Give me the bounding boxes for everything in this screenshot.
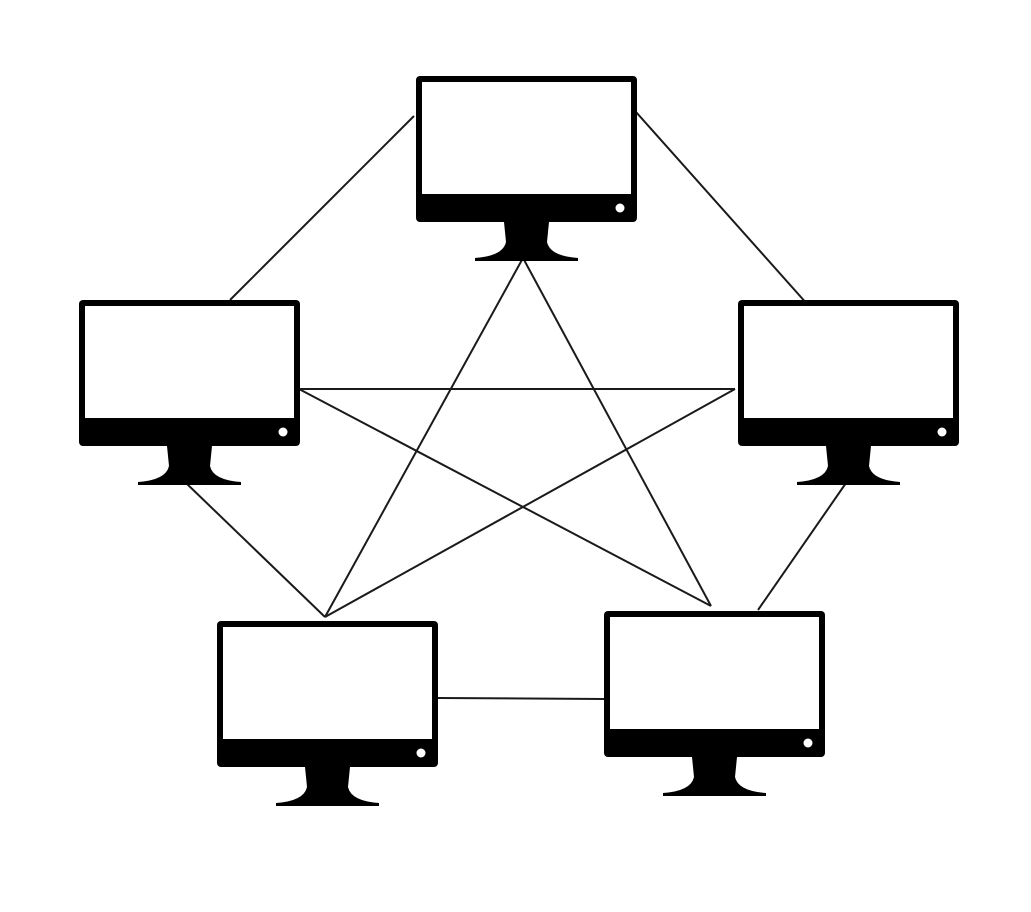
computer-node-top xyxy=(416,76,637,261)
desktop-monitor-icon xyxy=(416,76,637,261)
desktop-monitor-icon xyxy=(738,300,959,485)
connection-line-left-to-bottom-left xyxy=(185,482,326,618)
connection-lines xyxy=(185,111,847,700)
connection-line-top-to-bottom-right xyxy=(522,257,712,607)
power-indicator xyxy=(803,738,813,748)
monitor-stand xyxy=(663,757,766,796)
monitor-stand xyxy=(475,222,578,261)
connection-line-left-to-bottom-right xyxy=(298,388,712,607)
monitor-screen xyxy=(85,306,294,418)
connection-line-bottom-left-to-bottom-right xyxy=(437,697,605,700)
power-indicator xyxy=(615,203,625,213)
monitor-stand xyxy=(138,446,241,485)
monitor-screen xyxy=(610,617,819,729)
connection-line-right-to-bottom-right xyxy=(757,482,847,611)
monitor-screen xyxy=(744,306,953,418)
computer-node-right xyxy=(738,300,959,485)
monitor-stand xyxy=(276,767,379,806)
power-indicator xyxy=(416,748,426,758)
connection-line-top-to-bottom-left xyxy=(324,257,524,618)
desktop-monitor-icon xyxy=(604,611,825,796)
desktop-monitor-icon xyxy=(79,300,300,485)
connection-line-top-to-right xyxy=(635,111,809,306)
power-indicator xyxy=(937,427,947,437)
monitor-screen xyxy=(422,82,631,194)
computer-node-bottom-left xyxy=(217,621,438,806)
computer-node-bottom-right xyxy=(604,611,825,796)
monitor-screen xyxy=(223,627,432,739)
computer-nodes xyxy=(79,76,959,806)
desktop-monitor-icon xyxy=(217,621,438,806)
computer-node-left xyxy=(79,300,300,485)
monitor-stand xyxy=(797,446,900,485)
connection-line-top-to-left xyxy=(229,115,415,301)
connection-line-right-to-bottom-left xyxy=(324,388,736,618)
power-indicator xyxy=(278,427,288,437)
